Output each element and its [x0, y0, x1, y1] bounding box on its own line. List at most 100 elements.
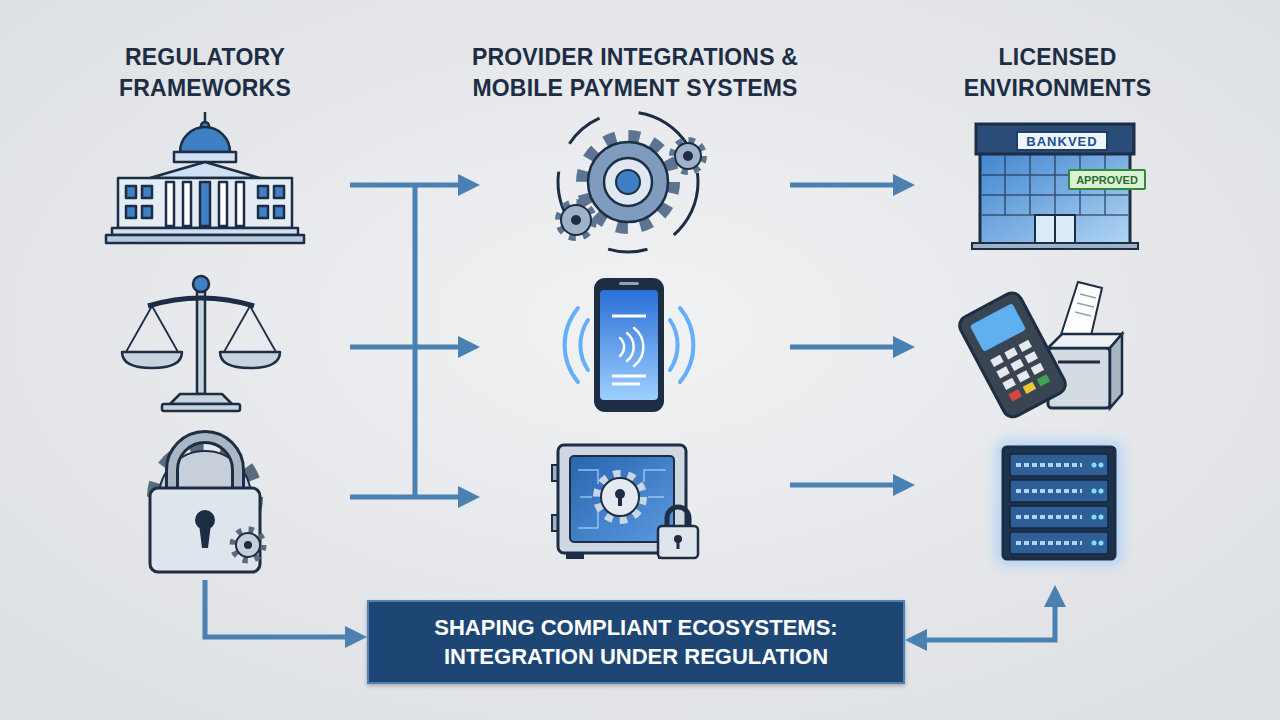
licensed-bank-icon-part-part	[1004, 154, 1006, 215]
server-rack-icon-part-part	[1099, 515, 1104, 520]
government-building-icon-part	[274, 186, 284, 198]
column-group: LICENSED ENVIRONMENTS BANKVED APPROVED	[915, 42, 1200, 585]
government-building-icon-part	[258, 206, 268, 218]
column-heading: LICENSED ENVIRONMENTS	[923, 42, 1193, 104]
secure-vault-icon-part	[598, 475, 642, 519]
server-rack-icon-part	[1010, 454, 1108, 476]
pos-terminal-icon-part-part	[1010, 359, 1023, 371]
pos-terminal-icon-part-part	[1004, 347, 1017, 359]
pos-terminal-icon-part-part	[1025, 351, 1038, 363]
pos-terminal-icon-part-part	[1077, 303, 1094, 307]
scales-icon	[122, 276, 280, 411]
licensed-bank-icon-part	[972, 243, 1138, 249]
pos-terminal-icon-part	[1058, 361, 1100, 364]
pos-terminal-icon-part	[1075, 294, 1096, 316]
pos-terminal-icon	[956, 282, 1122, 420]
pos-terminal-icon-part-part	[970, 303, 1026, 352]
flow-arrow	[350, 345, 464, 350]
flow-arrow	[921, 601, 1055, 640]
secure-vault-icon-part-part	[578, 512, 598, 528]
licensed-bank-icon-part	[976, 124, 1134, 154]
secure-vault-icon-part-part	[648, 496, 664, 498]
mobile-phone-icon-part-part	[565, 308, 578, 382]
security-lock-icon-part	[233, 530, 263, 560]
flow-arrow	[790, 183, 899, 188]
summary-banner: SHAPING COMPLIANT ECOSYSTEMS: INTEGRATIO…	[367, 600, 905, 684]
server-rack-icon-part-part	[1092, 489, 1097, 494]
scales-icon-part	[170, 394, 232, 404]
mobile-phone-icon-part-part	[634, 328, 643, 366]
mobile-phone-icon-part	[620, 328, 643, 366]
government-building-icon-part	[118, 178, 292, 228]
scales-icon-part	[224, 306, 250, 352]
integration-gears-icon-part	[584, 138, 672, 226]
mobile-phone-icon-part	[612, 383, 640, 386]
mobile-phone-icon-part-part	[680, 308, 693, 382]
licensed-bank-icon-part-part	[1054, 154, 1056, 215]
government-building-icon-part	[219, 182, 227, 226]
integration-gears-icon-part	[673, 141, 703, 171]
security-lock-icon	[150, 437, 263, 572]
government-building-icon-part	[106, 235, 304, 243]
sign-text: BANKVED	[1026, 134, 1097, 149]
pos-terminal-icon-part-part	[1080, 294, 1096, 298]
pos-terminal-icon-part-part	[1037, 374, 1050, 386]
security-lock-icon-part	[236, 533, 260, 557]
column-group: REGULATORY FRAMEWORKS	[60, 42, 350, 580]
integration-gears-icon-part	[604, 158, 652, 206]
pos-terminal-icon-part-part	[990, 355, 1003, 367]
server-rack-icon-part-part	[1016, 541, 1082, 545]
bank-sign: BANKVED	[1016, 131, 1108, 151]
government-building-icon-part	[166, 182, 174, 226]
security-lock-icon-part	[244, 541, 252, 549]
integration-gears-icon	[558, 112, 703, 252]
integration-gears-icon-part	[616, 170, 640, 194]
government-building-icon-part	[142, 186, 152, 198]
column-group: PROVIDER INTEGRATIONS & MOBILE PAYMENT S…	[480, 42, 790, 580]
server-rack-icon-part-part	[1092, 515, 1097, 520]
server-rack-icon-part-part	[1016, 463, 1082, 467]
flow-arrow	[205, 580, 351, 637]
government-building-icon-part	[126, 206, 136, 218]
merge-bracket-part	[413, 185, 418, 497]
pos-terminal-icon-part-part	[1075, 312, 1091, 316]
secure-vault-icon-part-part	[580, 496, 592, 498]
pos-terminal-icon-part-part	[1017, 370, 1030, 382]
pos-terminal-icon-part-part	[1023, 382, 1036, 394]
column-heading: PROVIDER INTEGRATIONS & MOBILE PAYMENT S…	[430, 42, 840, 104]
server-rack-icon-part-part	[1099, 463, 1104, 468]
approved-stamp: APPROVED	[1068, 169, 1146, 190]
government-building-icon-part	[236, 182, 244, 226]
flow-arrow	[350, 183, 464, 188]
server-rack-icon-part-part	[1092, 541, 1097, 546]
stamp-text: APPROVED	[1076, 174, 1138, 186]
secure-vault-icon-part	[618, 496, 622, 506]
scales-icon-part	[148, 298, 254, 306]
government-building-icon-part	[183, 182, 191, 226]
pos-terminal-icon-part-part	[956, 289, 1069, 420]
mobile-phone-icon-part	[612, 315, 646, 318]
server-rack-icon-part-part	[1099, 541, 1104, 546]
secure-vault-icon	[552, 445, 698, 559]
server-rack-icon-part	[1010, 506, 1108, 528]
column-heading: REGULATORY FRAMEWORKS	[85, 42, 325, 104]
integration-gears-icon-part	[571, 215, 581, 225]
government-building-icon	[106, 112, 304, 243]
scales-icon-part	[193, 276, 209, 292]
mobile-phone-icon-part-part	[580, 320, 588, 370]
server-rack-icon-part	[1010, 532, 1108, 554]
integration-gears-icon-part	[559, 203, 593, 237]
server-rack-icon-part-part	[1092, 463, 1097, 468]
mobile-phone-icon-part-part	[620, 338, 624, 356]
mobile-phone-icon-part-part	[627, 333, 634, 361]
mobile-phone-icon-part	[619, 282, 639, 285]
scales-icon-part	[250, 306, 276, 352]
mobile-phone-icon-part-part	[670, 320, 678, 370]
server-rack-icon-part-part	[1016, 489, 1082, 493]
pos-terminal-icon-part	[956, 289, 1069, 420]
server-rack-icon-part-part	[1099, 489, 1104, 494]
pos-terminal-icon-part-part	[1031, 363, 1044, 375]
mobile-phone-icon-part	[600, 290, 658, 400]
